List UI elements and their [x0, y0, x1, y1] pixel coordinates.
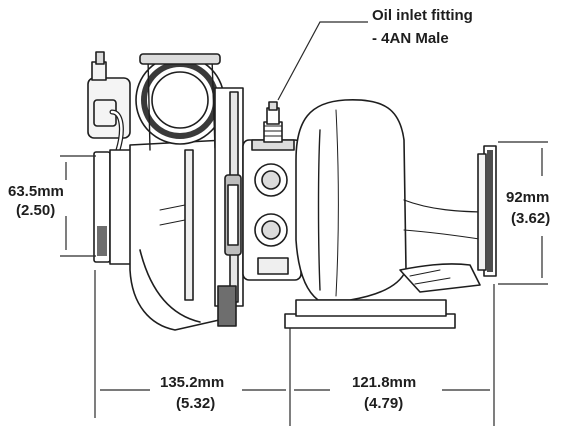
left-height-mm-label: 63.5mm [8, 183, 64, 200]
callout-label-line2: - 4AN Male [372, 30, 449, 47]
oil-inlet-fitting [263, 101, 283, 143]
compressor-inlet-flange [93, 149, 133, 265]
dimension-lines [60, 141, 548, 426]
callout-leader [277, 21, 368, 101]
left-height-in-label: (2.50) [16, 202, 56, 219]
right-height-mm-label: 92mm [506, 189, 550, 206]
center-housing [214, 87, 302, 327]
turbocharger-illustration [87, 51, 497, 331]
callout-label-line1: Oil inlet fitting [372, 7, 473, 24]
compressor-outlet [135, 53, 225, 151]
bottom-left-width-in-label: (5.32) [176, 395, 216, 412]
bottom-left-width-mm-label: 135.2mm [160, 374, 225, 391]
turbine-housing [284, 99, 497, 329]
right-height-in-label: (3.62) [511, 210, 551, 227]
bottom-right-width-in-label: (4.79) [364, 395, 404, 412]
bottom-right-width-mm-label: 121.8mm [352, 374, 417, 391]
